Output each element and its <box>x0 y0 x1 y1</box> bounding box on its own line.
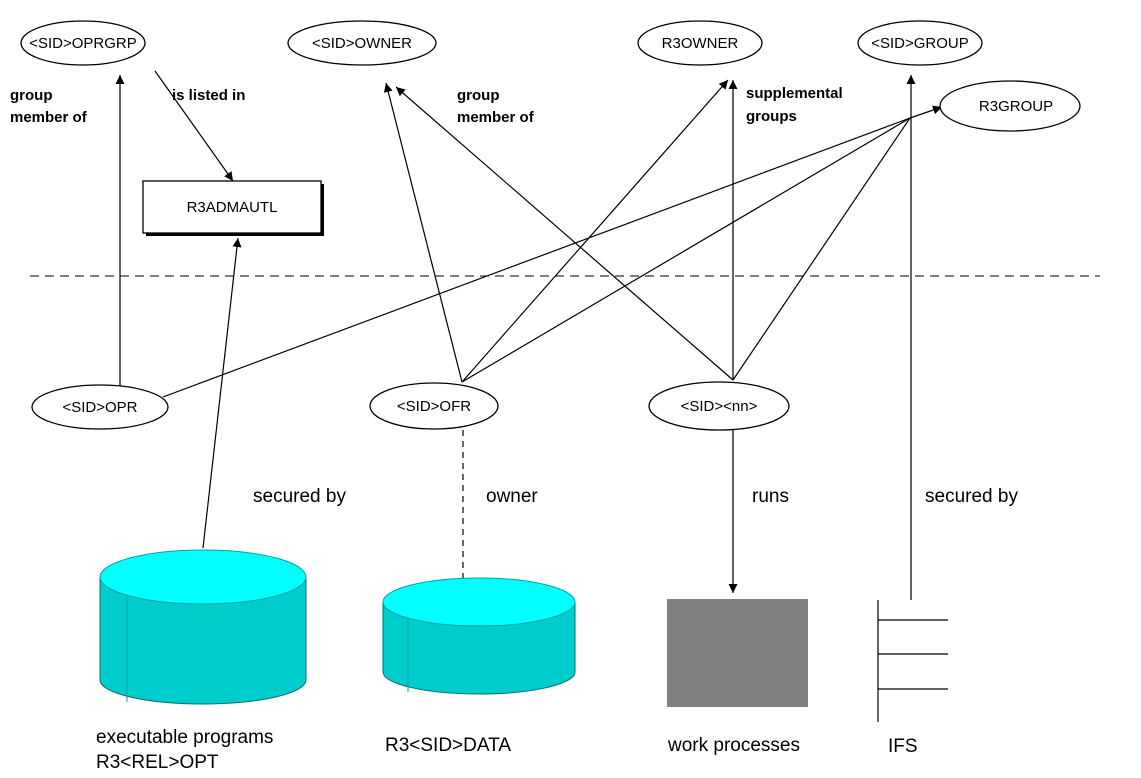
svg-text:R3OWNER: R3OWNER <box>662 35 739 52</box>
edge-opr-to-r3group <box>162 117 911 398</box>
caption-work-processes: work processes <box>667 735 800 756</box>
label-runs: runs <box>752 486 789 507</box>
node-sid-ofr: <SID>OFR <box>369 382 499 430</box>
label-group-member-of-left-1: group <box>10 87 53 104</box>
label-secured-by-right: secured by <box>925 486 1018 507</box>
node-r3group: R3GROUP <box>939 80 1081 132</box>
node-sid-nn: <SID><nn> <box>648 381 790 431</box>
data-library-cylinder <box>382 577 576 695</box>
caption-executable-programs-2: R3<REL>OPT <box>96 752 219 773</box>
caption-data-library: R3<SID>DATA <box>385 735 511 756</box>
edge-nn-to-r3group <box>732 117 911 381</box>
caption-ifs: IFS <box>888 736 918 757</box>
edge-oprgrp-to-r3admautl <box>154 70 234 182</box>
ifs-structure <box>877 600 948 722</box>
svg-text:R3GROUP: R3GROUP <box>979 98 1053 115</box>
label-supplemental-1: supplemental <box>746 85 843 102</box>
caption-executable-programs-1: executable programs <box>96 727 273 748</box>
label-supplemental-2: groups <box>746 108 797 125</box>
node-sid-oprgrp: <SID>OPRGRP <box>20 20 146 66</box>
work-process-box <box>667 599 808 707</box>
node-sid-group: <SID>GROUP <box>857 20 983 66</box>
edge-nn-to-sidowner <box>395 86 734 381</box>
label-secured-by-left: secured by <box>253 486 346 507</box>
node-sid-owner: <SID>OWNER <box>287 20 437 66</box>
svg-text:R3ADMAUTL: R3ADMAUTL <box>187 199 278 216</box>
label-group-member-of-mid-2: member of <box>457 109 535 126</box>
executable-programs-cylinder <box>99 549 307 705</box>
svg-text:<SID>GROUP: <SID>GROUP <box>871 35 969 52</box>
edge-ofr-to-r3group <box>461 117 911 383</box>
svg-text:<SID><nn>: <SID><nn> <box>681 398 758 415</box>
edge-ofr-to-r3owner <box>461 79 729 383</box>
svg-text:<SID>OPRGRP: <SID>OPRGRP <box>29 35 137 52</box>
node-sid-opr: <SID>OPR <box>31 384 169 430</box>
label-group-member-of-left-2: member of <box>10 109 88 126</box>
node-r3owner: R3OWNER <box>637 20 763 66</box>
svg-text:<SID>OWNER: <SID>OWNER <box>312 35 412 52</box>
edge-r3group-join-arrow <box>909 105 943 119</box>
node-r3admautl: R3ADMAUTL <box>142 180 324 236</box>
label-group-member-of-mid-1: group <box>457 87 500 104</box>
label-is-listed-in: is listed in <box>172 87 245 104</box>
svg-text:<SID>OFR: <SID>OFR <box>397 398 471 415</box>
edge-ofr-to-sidowner <box>383 82 463 383</box>
edge-programs-to-r3admautl <box>202 237 242 549</box>
svg-text:<SID>OPR: <SID>OPR <box>62 399 137 416</box>
label-owner: owner <box>486 486 538 507</box>
